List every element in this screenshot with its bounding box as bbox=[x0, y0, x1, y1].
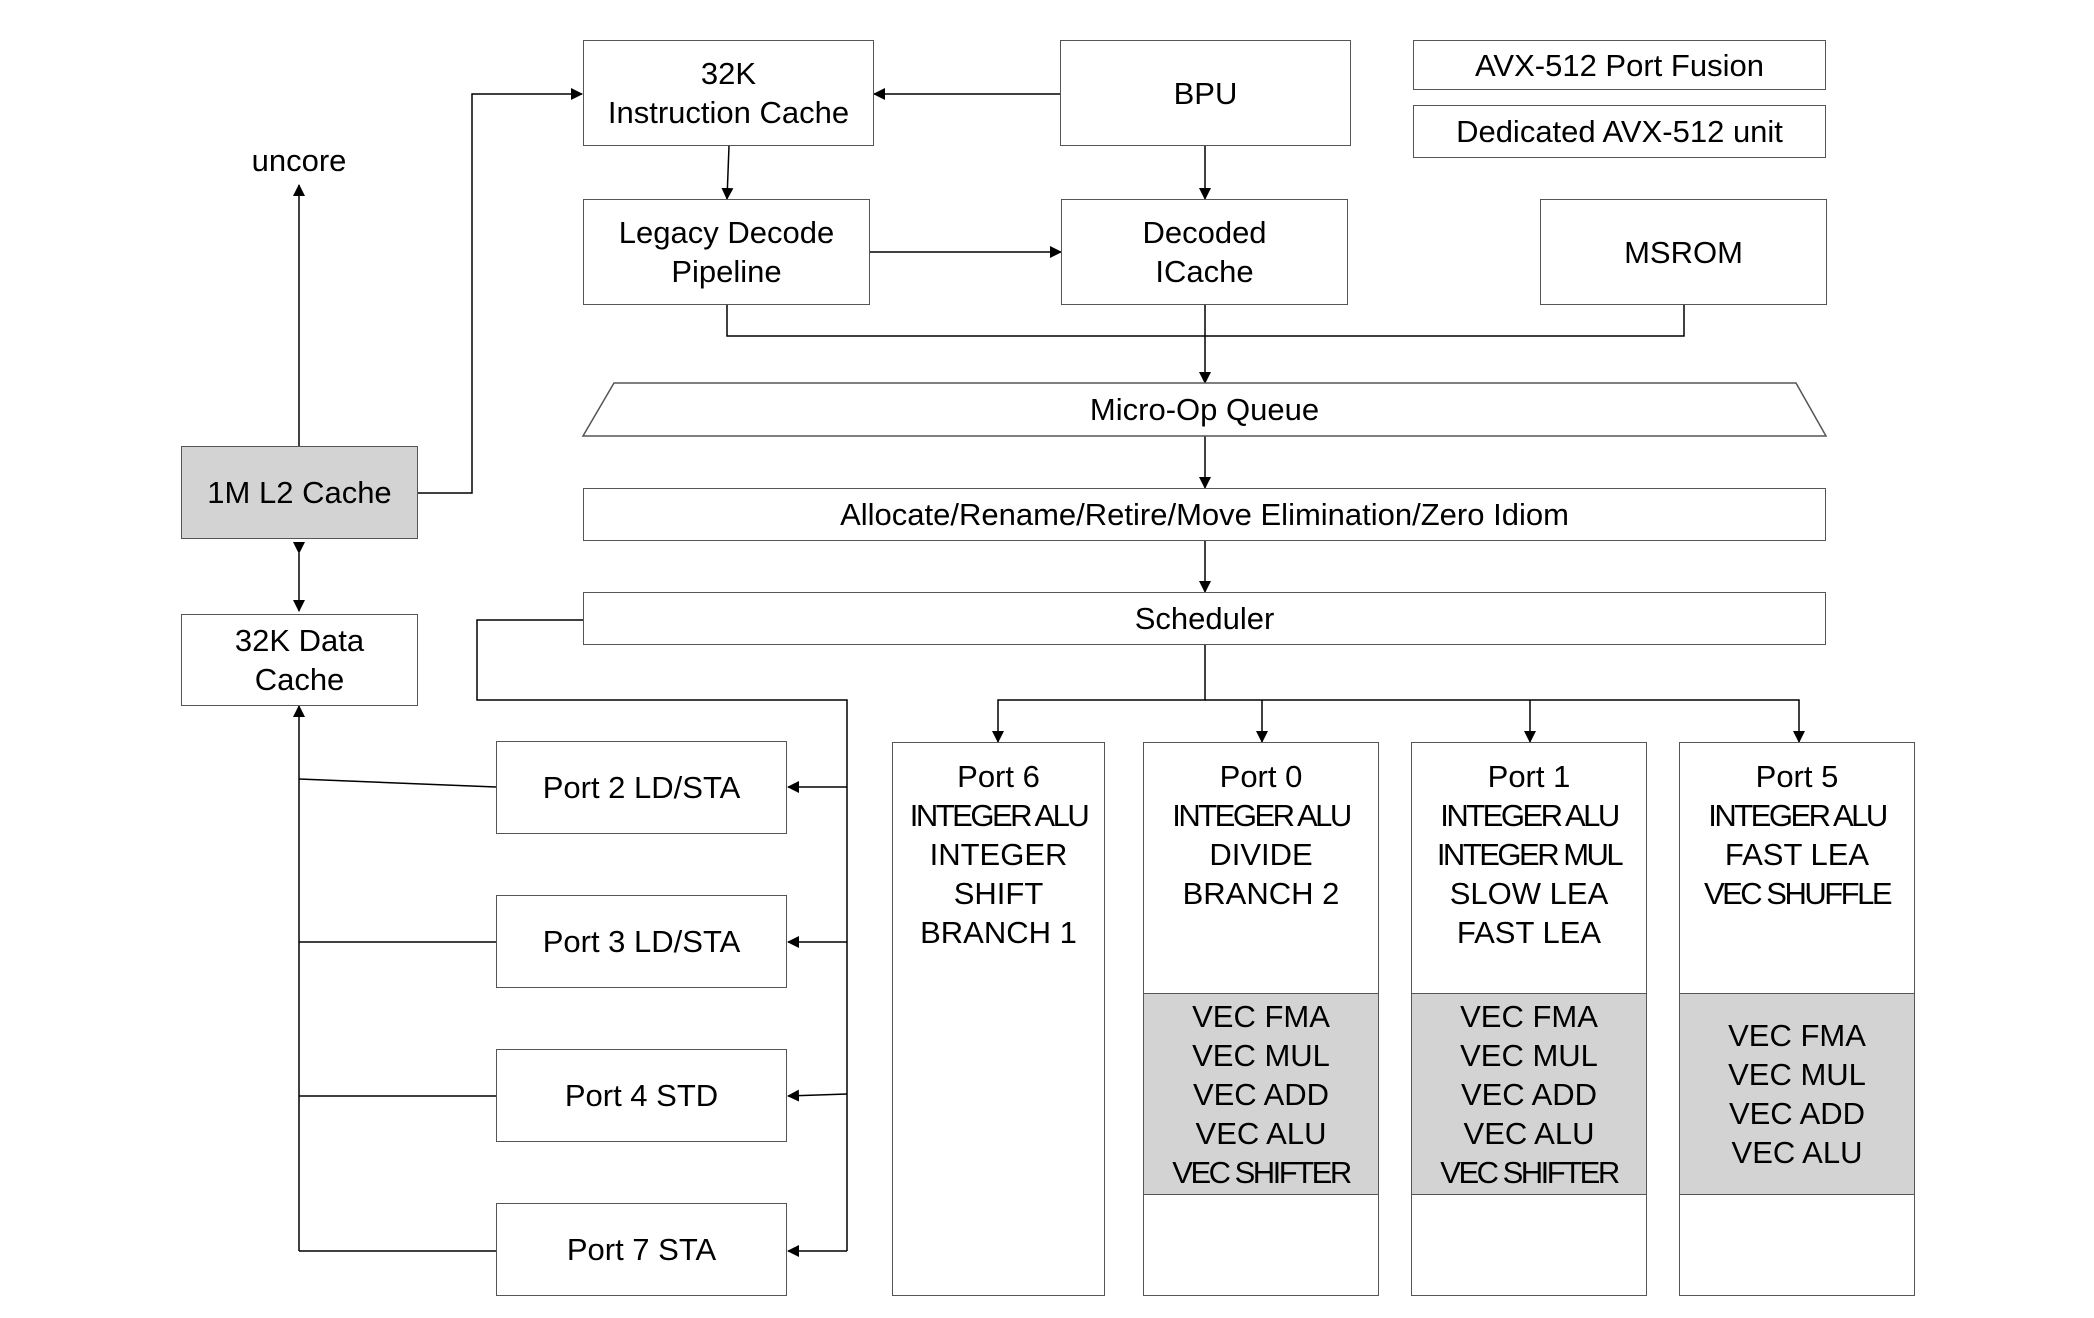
port-5-title: Port 5 bbox=[1755, 759, 1839, 794]
data-cache-label-2: Cache bbox=[254, 662, 345, 697]
micro-op-queue-shape bbox=[581, 382, 1828, 437]
port-5-unit: FAST LEA bbox=[1724, 837, 1870, 872]
port-6-unit: BRANCH 1 bbox=[920, 915, 1077, 950]
bpu-label: BPU bbox=[1173, 75, 1238, 111]
legacy-decode-pipeline: Legacy Decode Pipeline bbox=[583, 199, 870, 305]
icache-to-legacy-arrow bbox=[721, 145, 734, 200]
port-7-sta: Port 7 STA bbox=[496, 1203, 787, 1296]
l2-cache-label: 1M L2 Cache bbox=[207, 475, 392, 510]
port-0-vector-units: VEC FMA VEC MUL VEC ADD VEC ALU VEC SHIF… bbox=[1144, 993, 1378, 1195]
allocate-label: Allocate/Rename/Retire/Move Elimination/… bbox=[840, 497, 1569, 532]
port-7-label: Port 7 STA bbox=[566, 1232, 717, 1267]
port-6-unit: SHIFT bbox=[953, 876, 1044, 911]
port-2-ld-sta: Port 2 LD/STA bbox=[496, 741, 787, 834]
decoded-icache: Decoded ICache bbox=[1061, 199, 1348, 305]
port-1-vec-unit: VEC FMA bbox=[1460, 998, 1598, 1034]
port-0-vec-unit: VEC MUL bbox=[1192, 1037, 1330, 1073]
legacy-decode-label-1: Legacy Decode bbox=[618, 215, 835, 250]
uncore-label: uncore bbox=[251, 143, 347, 178]
port-1-unit: INTEGER ALU bbox=[1440, 798, 1620, 833]
data-cache: 32K Data Cache bbox=[181, 614, 418, 706]
port-5-vec-unit: VEC FMA bbox=[1728, 1018, 1866, 1053]
port-6-unit: INTEGER ALU bbox=[909, 798, 1090, 833]
port-0-vec-unit: VEC FMA bbox=[1192, 998, 1330, 1034]
port-0-title: Port 0 bbox=[1219, 759, 1303, 794]
exec-port-1: Port 1 INTEGER ALU INTEGER MUL SLOW LEA … bbox=[1411, 742, 1647, 1296]
port-0-unit: DIVIDE bbox=[1209, 837, 1313, 872]
data-cache-label-1: 32K Data bbox=[234, 623, 365, 658]
port-0-vec-unit: VEC SHIFTER bbox=[1172, 1154, 1352, 1190]
port-0-unit: BRANCH 2 bbox=[1182, 876, 1340, 911]
port-4-label: Port 4 STD bbox=[564, 1078, 719, 1113]
scheduler-mem-bus bbox=[476, 619, 848, 1251]
allocate-rename-retire: Allocate/Rename/Retire/Move Elimination/… bbox=[583, 488, 1826, 541]
port-0-unit: INTEGER ALU bbox=[1172, 798, 1352, 833]
port-1-vec-unit: VEC MUL bbox=[1460, 1037, 1598, 1073]
port-1-title: Port 1 bbox=[1487, 759, 1571, 794]
instruction-cache: 32K Instruction Cache bbox=[583, 40, 874, 146]
exec-port-0: Port 0 INTEGER ALU DIVIDE BRANCH 2 VEC F… bbox=[1143, 742, 1379, 1296]
port-3-ld-sta: Port 3 LD/STA bbox=[496, 895, 787, 988]
legend-port-fusion: AVX-512 Port Fusion bbox=[1413, 40, 1826, 90]
port-6-unit: INTEGER bbox=[929, 837, 1068, 872]
scheduler-exec-bus-right bbox=[1205, 699, 1805, 743]
scheduler-exec-bus bbox=[992, 645, 1206, 743]
bpu: BPU bbox=[1060, 40, 1351, 146]
to-port4-arrow bbox=[787, 1089, 848, 1102]
icache-label-1: 32K bbox=[700, 56, 757, 91]
port-5-vec-unit: VEC ADD bbox=[1728, 1096, 1866, 1131]
port-1-vec-unit: VEC ALU bbox=[1463, 1115, 1595, 1151]
legend-dedicated-unit: Dedicated AVX-512 unit bbox=[1413, 105, 1826, 158]
decoded-icache-label-2: ICache bbox=[1155, 254, 1254, 289]
legend-port-fusion-label: AVX-512 Port Fusion bbox=[1475, 47, 1764, 83]
port-1-unit: SLOW LEA bbox=[1449, 876, 1609, 911]
port-6-title: Port 6 bbox=[957, 759, 1040, 794]
port-5-unit: VEC SHUFFLE bbox=[1703, 876, 1893, 911]
port-5-vec-unit: VEC MUL bbox=[1728, 1057, 1866, 1092]
port-1-vector-units: VEC FMA VEC MUL VEC ADD VEC ALU VEC SHIF… bbox=[1412, 993, 1646, 1195]
micro-op-queue-label: Micro-Op Queue bbox=[1089, 392, 1320, 427]
exec-port-6: Port 6 INTEGER ALU INTEGER SHIFT BRANCH … bbox=[892, 742, 1105, 1296]
scheduler-label: Scheduler bbox=[1134, 601, 1275, 636]
scheduler: Scheduler bbox=[583, 592, 1826, 645]
port-4-std: Port 4 STD bbox=[496, 1049, 787, 1142]
port2-to-dcache-line bbox=[298, 778, 497, 788]
port-2-label: Port 2 LD/STA bbox=[542, 770, 741, 805]
msrom-label: MSROM bbox=[1624, 234, 1743, 270]
decoded-icache-label-1: Decoded bbox=[1142, 215, 1267, 250]
port-1-vec-unit: VEC SHIFTER bbox=[1440, 1154, 1620, 1190]
l2-cache: 1M L2 Cache bbox=[181, 446, 418, 539]
exec-port-5: Port 5 INTEGER ALU FAST LEA VEC SHUFFLE … bbox=[1679, 742, 1915, 1296]
msrom: MSROM bbox=[1540, 199, 1827, 305]
port-1-unit: INTEGER MUL bbox=[1436, 837, 1624, 872]
port-1-unit: FAST LEA bbox=[1456, 915, 1602, 950]
port-0-vec-unit: VEC ALU bbox=[1195, 1115, 1327, 1151]
port-5-unit: INTEGER ALU bbox=[1708, 798, 1888, 833]
port-0-vec-unit: VEC ADD bbox=[1192, 1076, 1330, 1112]
port-5-vec-unit: VEC ALU bbox=[1731, 1135, 1863, 1170]
legacy-decode-label-2: Pipeline bbox=[671, 254, 782, 289]
port-5-vector-units: VEC FMA VEC MUL VEC ADD VEC ALU bbox=[1680, 993, 1914, 1195]
port-1-vec-unit: VEC ADD bbox=[1460, 1076, 1598, 1112]
port-3-label: Port 3 LD/STA bbox=[542, 924, 741, 959]
icache-label-2: Instruction Cache bbox=[607, 95, 850, 130]
legend-dedicated-unit-label: Dedicated AVX-512 unit bbox=[1456, 114, 1783, 149]
l2-to-icache-arrow bbox=[418, 88, 583, 494]
